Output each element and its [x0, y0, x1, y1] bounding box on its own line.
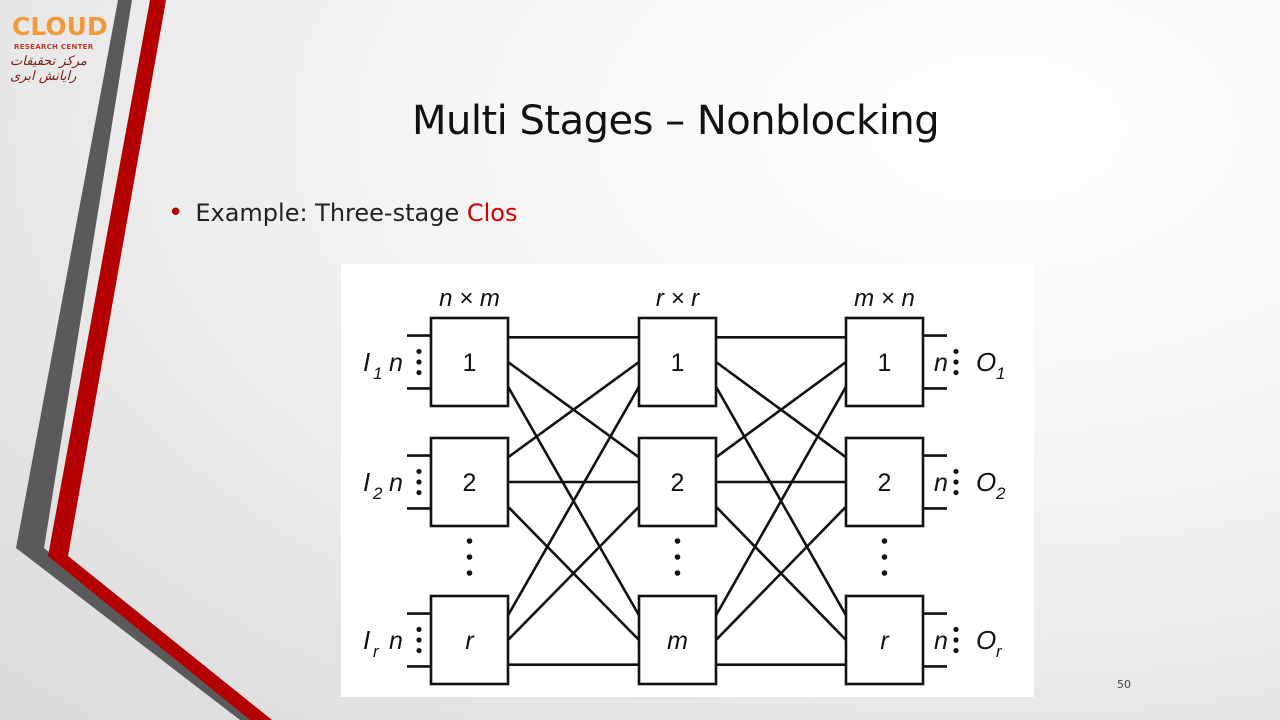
stage-header: r × r: [656, 285, 700, 312]
input-port-count: n: [389, 469, 403, 497]
input-port-count: n: [389, 627, 403, 655]
switch-label: 2: [463, 469, 477, 497]
input-label: I: [363, 625, 370, 655]
output-port-count: n: [934, 349, 948, 377]
input-label-subscript: r: [373, 642, 380, 661]
switch-box: [844, 594, 925, 686]
port-dot: [416, 637, 422, 643]
bullet-highlight: Clos: [466, 199, 518, 227]
stage-ellipsis-dot: [674, 570, 681, 576]
stage-ellipsis-dot: [881, 538, 888, 544]
cloud-research-center-logo: CLOUD RESEARCH CENTER مرکز تحقیقات رایان…: [6, 10, 108, 84]
output-label: O: [976, 467, 996, 497]
logo-word: CLOUD: [12, 12, 108, 41]
port-dot: [953, 637, 959, 643]
switch-box: [429, 316, 510, 408]
stage-ellipsis-dot: [881, 554, 888, 560]
port-dot: [416, 359, 422, 365]
port-dot: [953, 647, 959, 654]
port-dot: [416, 489, 422, 496]
switch-label: m: [667, 627, 688, 655]
port-dot: [416, 647, 422, 654]
switch-box: [637, 436, 718, 528]
switch-label: 1: [878, 349, 892, 377]
input-label-subscript: 1: [373, 364, 382, 383]
gray-stripe: [16, 0, 264, 720]
connection-line: [714, 385, 848, 617]
stage-ellipsis-dot: [466, 570, 473, 576]
output-label: O: [976, 347, 996, 377]
stage-header: n × m: [439, 285, 500, 312]
connection-line: [506, 385, 641, 617]
connection-line: [715, 360, 847, 459]
connection-line: [507, 505, 640, 641]
port-dot: [953, 468, 959, 475]
switch-box: [844, 436, 925, 528]
input-label: I: [363, 467, 370, 497]
logo-subtitle: RESEARCH CENTER: [14, 43, 94, 51]
switch-label: 2: [671, 469, 685, 497]
stage-ellipsis-dot: [466, 538, 473, 544]
stage-header: m × n: [854, 285, 915, 312]
bullet-text: Example: Three-stage: [195, 199, 467, 227]
input-label: I: [363, 347, 370, 377]
output-label-subscript: r: [996, 642, 1003, 661]
output-label-subscript: 2: [995, 484, 1006, 503]
switch-label: 1: [463, 349, 477, 377]
port-dot: [953, 489, 959, 496]
port-dot: [416, 626, 422, 633]
switch-box: [844, 316, 925, 408]
switch-label: 1: [671, 349, 685, 377]
port-dot: [953, 479, 959, 485]
port-dot: [953, 348, 959, 355]
bullet-dot-icon: •: [168, 198, 184, 228]
stage-ellipsis-dot: [674, 538, 681, 544]
switch-box: [429, 436, 510, 528]
input-label-subscript: 2: [372, 484, 383, 503]
port-dot: [416, 369, 422, 376]
switch-label: r: [880, 627, 890, 655]
connection-line: [507, 360, 640, 459]
switch-box: [429, 594, 510, 686]
input-port-count: n: [389, 349, 403, 377]
stage-ellipsis-dot: [674, 554, 681, 560]
bullet-item: • Example: Three-stage Clos: [168, 198, 517, 228]
port-dot: [953, 359, 959, 365]
output-port-count: n: [934, 627, 948, 655]
switch-label: r: [465, 627, 475, 655]
red-stripe: [48, 0, 272, 720]
page-number: 50: [1117, 678, 1131, 691]
port-dot: [416, 479, 422, 485]
port-dot: [416, 348, 422, 355]
stage-ellipsis-dot: [466, 554, 473, 560]
stage-ellipsis-dot: [881, 570, 888, 576]
output-label: O: [976, 625, 996, 655]
switch-label: 2: [878, 469, 892, 497]
port-dot: [416, 468, 422, 475]
switch-box: [637, 316, 718, 408]
port-dot: [953, 626, 959, 633]
output-label-subscript: 1: [996, 364, 1005, 383]
switch-box: [637, 594, 718, 686]
port-dot: [953, 369, 959, 376]
connection-line: [715, 505, 847, 641]
output-port-count: n: [934, 469, 948, 497]
slide-title: Multi Stages – Nonblocking: [412, 98, 940, 144]
logo-script: مرکز تحقیقات رایانش ابری: [10, 54, 87, 84]
